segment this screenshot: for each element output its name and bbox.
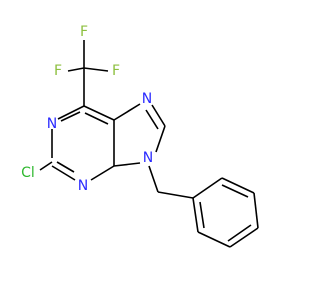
atom-n-top: N xyxy=(47,116,57,132)
bond-n9-ch2 xyxy=(148,165,159,193)
bond-ph-5 xyxy=(197,231,231,248)
bond-ph-4-double xyxy=(227,224,252,242)
atom-f-right: F xyxy=(112,63,120,79)
bond-c6-n1-double xyxy=(60,111,81,122)
molecule-structure: F F F N N N N Cl xyxy=(21,24,259,248)
bond-c2-cl xyxy=(39,161,53,171)
bond-c-f-left xyxy=(67,67,85,72)
bond-c2-n3 xyxy=(51,165,76,181)
bond-c2-n3-double xyxy=(56,161,75,173)
bond-c-f-right xyxy=(83,67,109,72)
bond-n7-c8 xyxy=(151,104,166,127)
bond-n9-c4 xyxy=(113,162,141,167)
bond-ph-3 xyxy=(253,192,259,229)
atom-n-bottom: N xyxy=(78,178,88,194)
bond-c6-n1 xyxy=(57,105,85,120)
atom-cl: Cl xyxy=(21,165,35,181)
molecule-canvas: F F F N N N N Cl xyxy=(21,24,259,248)
bond-c5-c6 xyxy=(83,105,115,121)
bond-lines xyxy=(39,40,259,248)
atom-labels: F F F N N N N Cl xyxy=(21,24,153,194)
bond-ph-1 xyxy=(192,177,223,199)
atom-n-imidazole-top: N xyxy=(142,91,152,107)
bond-c5-c6-double xyxy=(84,112,109,125)
bond-ph-2 xyxy=(221,177,255,194)
bond-n7-c8-double xyxy=(145,109,159,130)
bond-c8-n9 xyxy=(155,125,166,153)
atom-f-top: F xyxy=(80,24,88,40)
atom-n-benzyl: N xyxy=(143,150,153,166)
bond-ph-6 xyxy=(192,197,199,233)
bond-ph-2-double xyxy=(221,184,249,198)
bond-ch2-phenyl xyxy=(157,191,194,199)
bond-ph-6-double xyxy=(199,201,205,229)
bond-ph-4 xyxy=(229,227,259,248)
bond-n3-c4 xyxy=(90,165,115,181)
bond-c5-n7 xyxy=(113,103,141,121)
atom-f-left: F xyxy=(54,63,62,79)
